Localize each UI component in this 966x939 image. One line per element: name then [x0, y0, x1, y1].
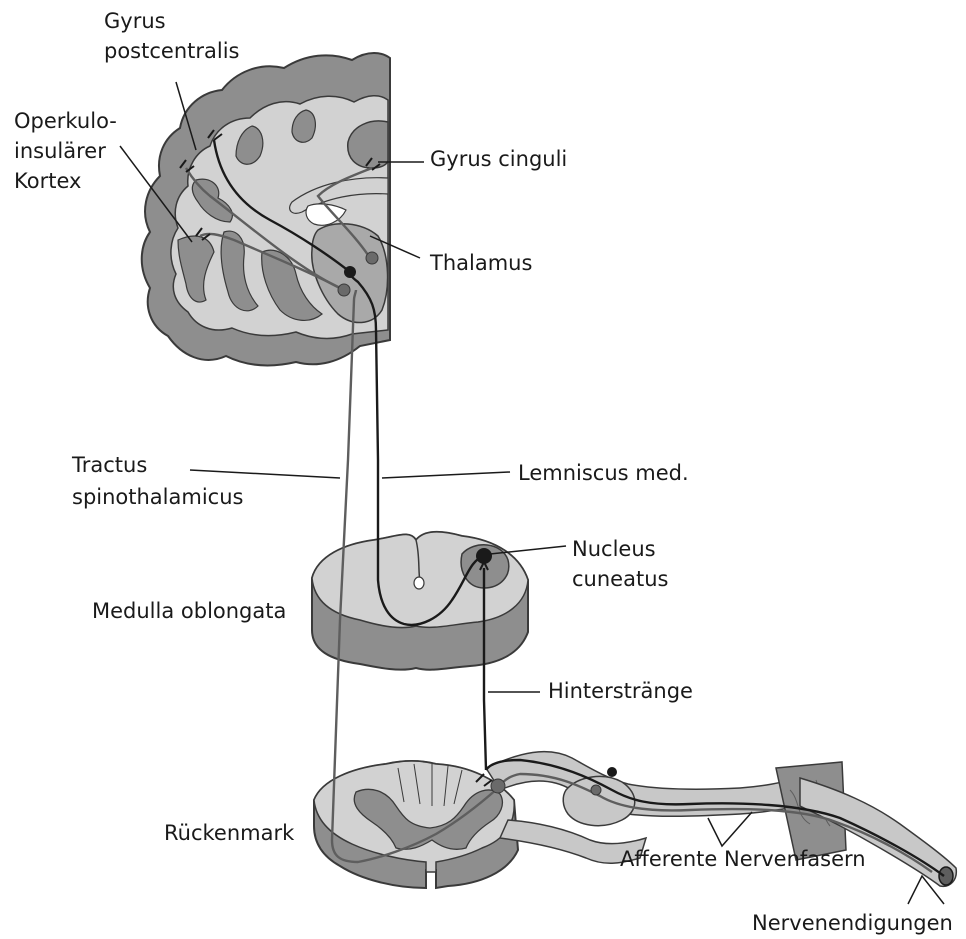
medulla-canal — [414, 577, 424, 589]
label-afferente: Afferente Nervenfasern — [620, 847, 866, 871]
spinal-cord-section — [314, 761, 518, 888]
ganglion-dark-neuron — [607, 767, 617, 777]
label-operkulo-2: insulärer — [14, 139, 106, 163]
label-hinterstraenge: Hinterstränge — [548, 679, 693, 703]
thalamus-grey-neuron-1 — [366, 252, 378, 264]
label-medulla: Medulla oblongata — [92, 599, 286, 623]
label-rueckenmark: Rückenmark — [164, 821, 295, 845]
label-lemniscus: Lemniscus med. — [518, 461, 689, 485]
spinal-grey-neuron — [491, 779, 505, 793]
thalamus-grey-neuron-2 — [338, 284, 350, 296]
thalamus-dark-neuron — [344, 266, 356, 278]
label-nervenendigungen: Nervenendigungen — [752, 911, 953, 935]
label-operkulo-3: Kortex — [14, 169, 81, 193]
label-thalamus: Thalamus — [429, 251, 532, 275]
label-tractus-1: Tractus — [71, 453, 147, 477]
label-nucleus-1: Nucleus — [572, 537, 656, 561]
label-gyrus-cinguli: Gyrus cinguli — [430, 147, 567, 171]
ganglion-grey-neuron — [591, 785, 601, 795]
nucleus-cuneatus-neuron — [476, 548, 492, 564]
label-nucleus-2: cuneatus — [572, 567, 668, 591]
label-tractus-2: spinothalamicus — [72, 485, 243, 509]
nerve-ending-capsule — [939, 867, 953, 885]
label-gyrus-postcentralis-2: postcentralis — [104, 39, 239, 63]
label-gyrus-postcentralis-1: Gyrus — [104, 9, 166, 33]
label-operkulo-1: Operkulo- — [14, 109, 117, 133]
